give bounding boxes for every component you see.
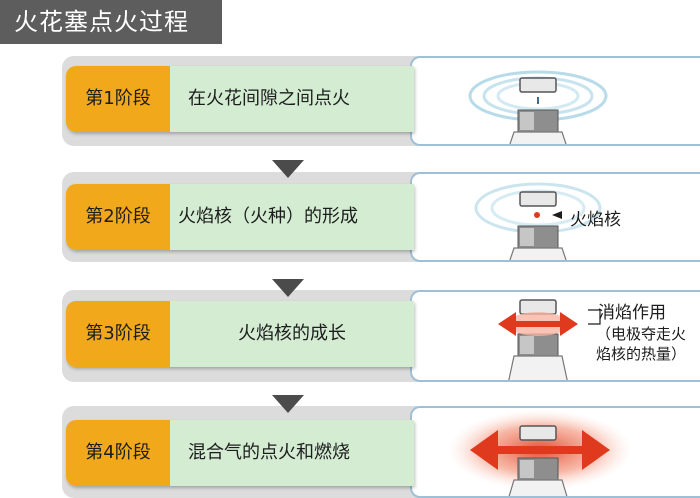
down-arrow-icon bbox=[272, 395, 304, 413]
spark-plug-flame-kernel-icon bbox=[474, 182, 602, 260]
stage-2-illustration bbox=[410, 172, 700, 262]
stage-1-illustration bbox=[410, 56, 700, 146]
stage-1-box: 第1阶段 在火花间隙之间点火 bbox=[66, 66, 414, 132]
down-arrow-icon bbox=[272, 160, 304, 178]
quench-effect-note-line-2: 焰核的热量） bbox=[596, 345, 687, 363]
spark-plug-quench-icon bbox=[498, 299, 601, 380]
down-arrow-icon bbox=[272, 279, 304, 297]
stage-4-text: 混合气的点火和燃烧 bbox=[188, 442, 350, 463]
stage-4-label: 第4阶段 bbox=[66, 420, 170, 486]
stage-2-label: 第2阶段 bbox=[66, 184, 170, 250]
stage-4-illustration bbox=[410, 406, 700, 498]
stage-2-box: 第2阶段 火焰核（火种）的形成 bbox=[66, 184, 414, 250]
stage-3-text: 火焰核的成长 bbox=[238, 323, 346, 344]
flame-kernel-callout: 火焰核 bbox=[570, 210, 621, 230]
stage-2-text: 火焰核（火种）的形成 bbox=[178, 206, 358, 227]
stage-3-label: 第3阶段 bbox=[66, 301, 170, 367]
quench-effect-title: 消焰作用 bbox=[598, 303, 666, 323]
stage-1-text: 在火花间隙之间点火 bbox=[188, 88, 350, 109]
stage-1-label: 第1阶段 bbox=[66, 66, 170, 132]
stage-3-box: 第3阶段 火焰核的成长 bbox=[66, 301, 414, 367]
quench-effect-note-line-1: （电极夺走火 bbox=[596, 325, 687, 343]
spark-plug-spark-icon bbox=[468, 70, 608, 144]
stage-4-box: 第4阶段 混合气的点火和燃烧 bbox=[66, 420, 414, 486]
spark-plug-combustion-icon bbox=[448, 410, 632, 496]
diagram-title: 火花塞点火过程 bbox=[0, 0, 222, 44]
stage-3-illustration bbox=[410, 290, 700, 382]
